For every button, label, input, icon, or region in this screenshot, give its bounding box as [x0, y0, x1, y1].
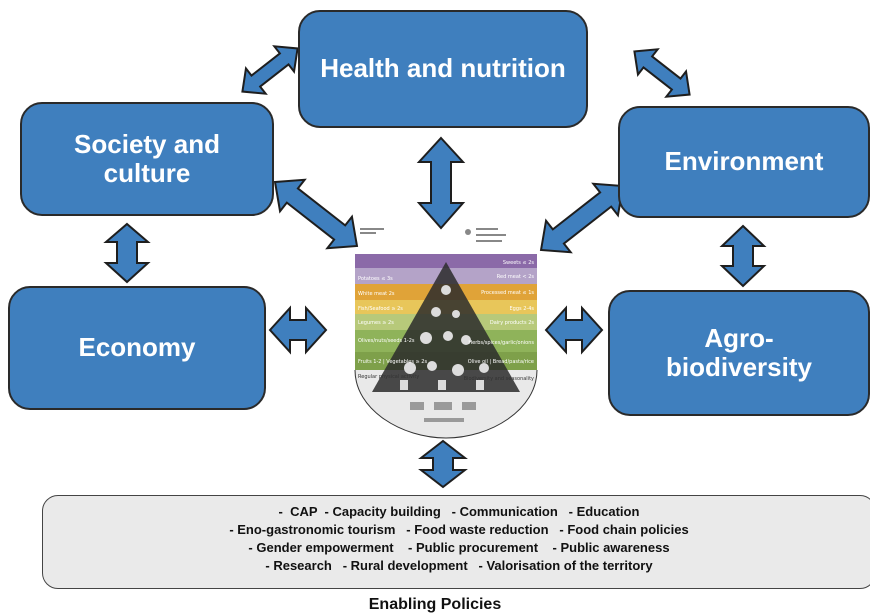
pyramid-header-notes-icon [360, 228, 506, 242]
pyramid-outline [354, 369, 538, 439]
policies-line: - CAP - Capacity building - Communicatio… [278, 504, 640, 519]
arrow-society-economy [103, 222, 151, 284]
pyramid-right-labels: Sweets ≤ 2s Red meat < 2s Processed meat… [464, 260, 535, 382]
arrow-health-society [241, 45, 299, 95]
food-items-icon [400, 285, 489, 390]
arrow-agro-pyramid [544, 305, 604, 355]
node-label: Economy [78, 332, 196, 363]
pyramid-label: Fish/Seafood ≥ 2s [358, 306, 403, 312]
mediterranean-diet-pyramid: Potatoes ≤ 3s White meat 2s Fish/Seafood… [354, 228, 538, 439]
pyramid-label: Eggs 2-4s [510, 306, 535, 312]
arrow-environment-agro [719, 224, 767, 288]
pyramid-label: Fruits 1-2 | Vegetables ≥ 2s [358, 359, 427, 365]
arrow-society-pyramid [273, 178, 359, 250]
pyramid-label: Herbs/spices/garlic/onions [468, 340, 534, 346]
pyramid-label: Olives/nuts/seeds 1-2s [358, 338, 415, 344]
node-label: Society and culture [74, 128, 220, 188]
node-agro-biodiversity: Agro- biodiversity [608, 290, 870, 416]
arrow-health-environment [633, 48, 691, 98]
pyramid-label: Olive oil | Bread/pasta/rice [468, 359, 534, 365]
pyramid-label: White meat 2s [358, 291, 395, 297]
arrow-pyramid-policies [418, 439, 468, 489]
arrow-health-pyramid [416, 136, 466, 230]
pyramid-bands: Potatoes ≤ 3s White meat 2s Fish/Seafood… [355, 254, 537, 438]
pyramid-label: Regular physical activity [358, 374, 419, 380]
pyramid-label: Biodiversity and seasonality [464, 376, 534, 382]
pyramid-label: Potatoes ≤ 3s [358, 276, 393, 282]
pyramid-footer-icons [410, 402, 476, 422]
node-label: Environment [664, 146, 824, 177]
policies-box: - CAP - Capacity building - Communicatio… [42, 495, 870, 589]
node-label: Agro- biodiversity [666, 322, 812, 382]
policies-line: - Research - Rural development - Valoris… [265, 558, 653, 573]
pyramid-label: Legumes ≥ 2s [358, 320, 394, 326]
pyramid-band [355, 254, 537, 268]
node-label: Health and nutrition [320, 53, 566, 84]
node-economy: Economy [8, 286, 266, 410]
node-society-and-culture: Society and culture [20, 102, 274, 216]
pyramid-label: Dairy products 2s [490, 320, 535, 326]
pyramid-left-labels: Potatoes ≤ 3s White meat 2s Fish/Seafood… [358, 276, 427, 380]
arrow-economy-pyramid [268, 305, 328, 355]
policies-title: Enabling Policies [368, 596, 502, 613]
pyramid-label: Red meat < 2s [497, 274, 535, 280]
pyramid-label: Sweets ≤ 2s [503, 260, 535, 266]
food-pyramid-icon [372, 262, 520, 392]
pyramid-label: Processed meat ≤ 1s [481, 290, 534, 296]
node-environment: Environment [618, 106, 870, 218]
policies-line: - Eno-gastronomic tourism - Food waste r… [229, 522, 689, 537]
policies-line: - Gender empowerment - Public procuremen… [248, 540, 670, 555]
node-health-and-nutrition: Health and nutrition [298, 10, 588, 128]
